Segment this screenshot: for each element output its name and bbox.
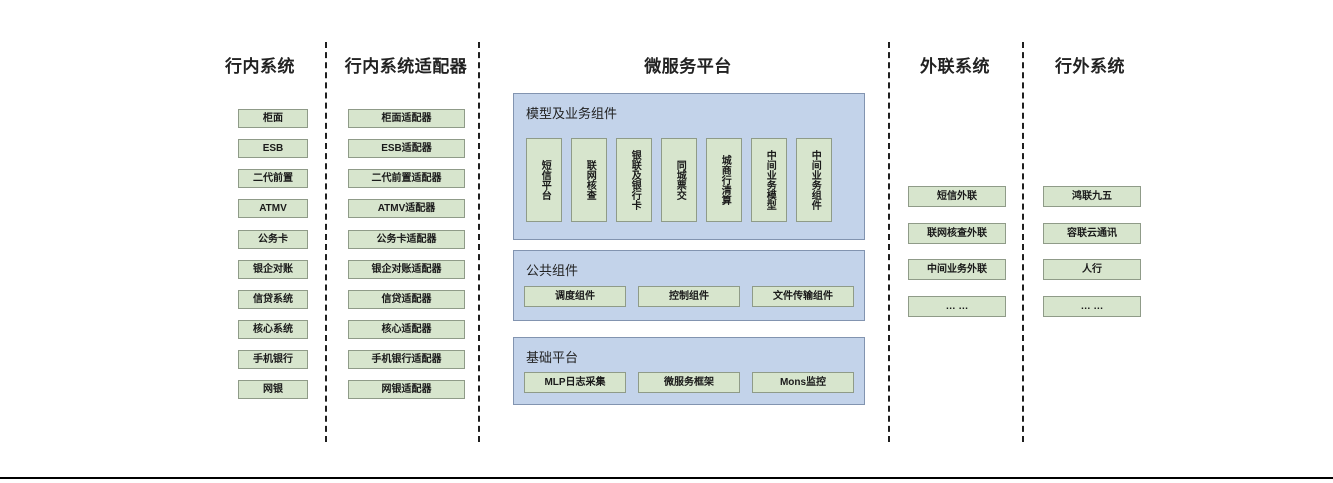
node-model-component-6[interactable]: 中间业务模型 (751, 138, 787, 222)
node-out-of-bank-3[interactable]: 人行 (1043, 259, 1141, 280)
node-label: 中间业务模型 (764, 150, 776, 210)
column-divider-2 (478, 42, 480, 442)
node-model-component-1[interactable]: 短信平台 (526, 138, 562, 222)
node-in-bank-system-8[interactable]: 核心系统 (238, 320, 308, 339)
node-base-platform-3[interactable]: Mons监控 (752, 372, 854, 393)
node-model-component-4[interactable]: 同城票交 (661, 138, 697, 222)
node-model-component-5[interactable]: 城商行清算 (706, 138, 742, 222)
node-external-link-3[interactable]: 中间业务外联 (908, 259, 1006, 280)
node-in-bank-system-3[interactable]: 二代前置 (238, 169, 308, 188)
panel-title-base-platform: 基础平台 (526, 350, 579, 365)
node-in-bank-adapter-1[interactable]: 柜面适配器 (348, 109, 465, 128)
node-model-component-2[interactable]: 联网核查 (571, 138, 607, 222)
column-divider-4 (1022, 42, 1024, 442)
column-title-in-bank-systems: 行内系统 (225, 57, 295, 76)
node-in-bank-adapter-5[interactable]: 公务卡适配器 (348, 230, 465, 249)
node-public-component-3[interactable]: 文件传输组件 (752, 286, 854, 307)
node-in-bank-adapter-4[interactable]: ATMV适配器 (348, 199, 465, 218)
node-in-bank-adapter-9[interactable]: 手机银行适配器 (348, 350, 465, 369)
node-in-bank-adapter-10[interactable]: 网银适配器 (348, 380, 465, 399)
node-label: 短信平台 (539, 160, 551, 200)
node-out-of-bank-2[interactable]: 容联云通讯 (1043, 223, 1141, 244)
node-label: 中间业务组件 (809, 150, 821, 210)
panel-public-components: 公共组件 (513, 250, 865, 321)
column-title-microservice-platform: 微服务平台 (644, 57, 732, 76)
column-divider-3 (888, 42, 890, 442)
node-in-bank-adapter-2[interactable]: ESB适配器 (348, 139, 465, 158)
panel-title-model-business-components: 模型及业务组件 (526, 106, 618, 121)
panel-title-public-components: 公共组件 (526, 263, 579, 278)
node-in-bank-system-1[interactable]: 柜面 (238, 109, 308, 128)
node-base-platform-2[interactable]: 微服务框架 (638, 372, 740, 393)
node-in-bank-system-2[interactable]: ESB (238, 139, 308, 158)
node-in-bank-system-4[interactable]: ATMV (238, 199, 308, 218)
panel-base-platform: 基础平台 (513, 337, 865, 405)
column-title-in-bank-adapters: 行内系统适配器 (344, 57, 468, 76)
node-in-bank-adapter-8[interactable]: 核心适配器 (348, 320, 465, 339)
node-base-platform-1[interactable]: MLP日志采集 (524, 372, 626, 393)
column-divider-1 (325, 42, 327, 442)
column-title-external-link-systems: 外联系统 (920, 57, 990, 76)
node-in-bank-adapter-3[interactable]: 二代前置适配器 (348, 169, 465, 188)
node-in-bank-system-10[interactable]: 网银 (238, 380, 308, 399)
node-public-component-2[interactable]: 控制组件 (638, 286, 740, 307)
bottom-rule (0, 477, 1333, 479)
node-out-of-bank-1[interactable]: 鸿联九五 (1043, 186, 1141, 207)
node-in-bank-system-6[interactable]: 银企对账 (238, 260, 308, 279)
node-in-bank-system-9[interactable]: 手机银行 (238, 350, 308, 369)
node-external-link-2[interactable]: 联网核查外联 (908, 223, 1006, 244)
node-external-link-1[interactable]: 短信外联 (908, 186, 1006, 207)
node-label: 城商行清算 (719, 155, 731, 205)
node-in-bank-adapter-6[interactable]: 银企对账适配器 (348, 260, 465, 279)
column-title-out-of-bank-systems: 行外系统 (1055, 57, 1125, 76)
node-in-bank-system-5[interactable]: 公务卡 (238, 230, 308, 249)
node-label: 同城票交 (674, 160, 686, 200)
node-in-bank-system-7[interactable]: 信贷系统 (238, 290, 308, 309)
node-external-link-4[interactable]: … … (908, 296, 1006, 317)
node-out-of-bank-4[interactable]: … … (1043, 296, 1141, 317)
node-label: 联网核查 (584, 160, 596, 200)
node-model-component-7[interactable]: 中间业务组件 (796, 138, 832, 222)
node-public-component-1[interactable]: 调度组件 (524, 286, 626, 307)
node-model-component-3[interactable]: 银联及银行卡 (616, 138, 652, 222)
node-label: 银联及银行卡 (629, 150, 641, 210)
node-in-bank-adapter-7[interactable]: 信贷适配器 (348, 290, 465, 309)
